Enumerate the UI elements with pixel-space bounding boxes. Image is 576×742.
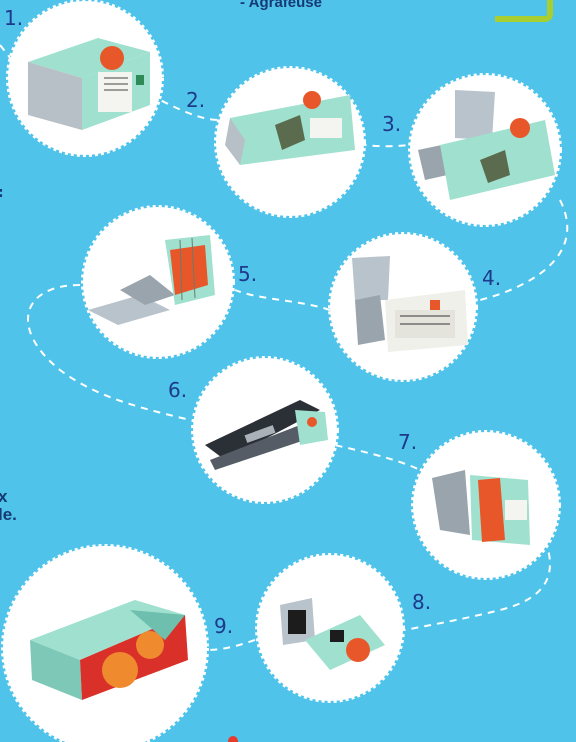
wallet-velcro-icon bbox=[280, 598, 385, 670]
corner-bracket-decoration bbox=[495, 0, 553, 22]
step-label-7: 7. bbox=[398, 430, 418, 454]
bottom-red-mark bbox=[228, 736, 238, 742]
step-label-2: 2. bbox=[186, 88, 206, 112]
carton-folded-flap-icon bbox=[352, 256, 468, 352]
step-5 bbox=[81, 205, 235, 359]
step-2 bbox=[214, 66, 366, 218]
tool-note: - Agrafeuse bbox=[240, 0, 322, 11]
step-label-4: 4. bbox=[482, 266, 502, 290]
carton-bottom-cut-icon bbox=[225, 91, 355, 165]
step-label-1: 1. bbox=[4, 6, 24, 30]
step-label-6: 6. bbox=[168, 378, 188, 402]
step-7 bbox=[411, 430, 561, 580]
step-8-circle bbox=[255, 553, 405, 703]
finished-wallet-icon bbox=[30, 600, 188, 700]
carton-accordion-icon bbox=[88, 235, 215, 325]
colon-mark: : bbox=[0, 185, 4, 201]
step-1 bbox=[6, 0, 164, 157]
step-label-5: 5. bbox=[238, 262, 258, 286]
side-note: x le. bbox=[0, 488, 17, 524]
juice-carton-icon bbox=[28, 38, 150, 130]
wallet-pockets-icon bbox=[432, 470, 530, 545]
step-label-9: 9. bbox=[214, 614, 234, 638]
step-4 bbox=[328, 232, 478, 382]
stapler-icon bbox=[205, 400, 328, 470]
carton-opened-icon bbox=[418, 90, 555, 200]
step-label-3: 3. bbox=[382, 112, 402, 136]
side-note-line-1: x bbox=[0, 487, 8, 506]
step-6 bbox=[191, 356, 339, 504]
step-8 bbox=[255, 553, 405, 703]
step-label-8: 8. bbox=[412, 590, 432, 614]
step-3 bbox=[408, 73, 562, 227]
side-note-line-2: le. bbox=[0, 505, 17, 524]
step-9 bbox=[1, 544, 209, 742]
